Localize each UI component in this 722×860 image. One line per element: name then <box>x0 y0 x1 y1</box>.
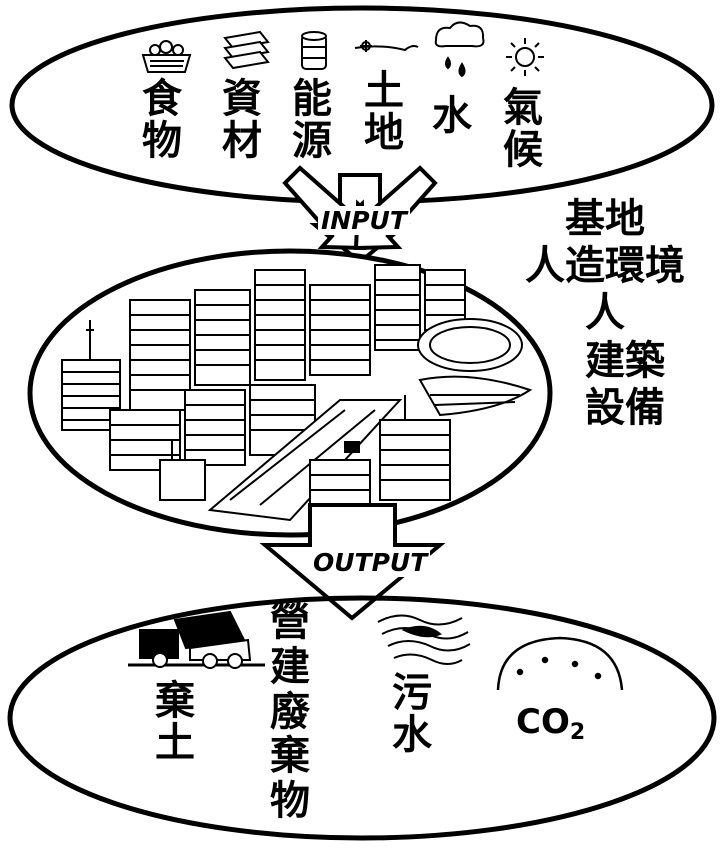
materials-char-2: 材 <box>222 118 262 164</box>
site-label-line-2: 人造環境 <box>525 243 685 290</box>
output-item-co2: CO2 <box>516 702 585 745</box>
construction-waste-char-5: 物 <box>270 778 310 825</box>
sewage-char-2: 水 <box>392 712 432 758</box>
output-item-waste-soil: 棄 土 <box>155 680 195 764</box>
sewage-char-1: 污 <box>392 670 432 716</box>
site-label-line-1: 基地 <box>565 196 645 242</box>
land-plant-icon <box>354 40 419 52</box>
materials-stack-icon <box>223 30 270 70</box>
atmosphere-dome-icon <box>496 636 624 691</box>
water-char-1: 水 <box>432 93 472 139</box>
site-label-line-5: 設備 <box>585 384 665 431</box>
site-label-line-4: 建築 <box>585 337 665 384</box>
energy-char-1: 能 <box>292 76 332 122</box>
food-char-1: 食 <box>142 76 182 122</box>
construction-waste-char-3: 廢 <box>270 688 310 735</box>
city-skyline-illustration <box>61 264 533 522</box>
waste-soil-char-2: 土 <box>155 720 195 766</box>
output-item-construction-waste: 營 建 廢 棄 物 <box>270 600 310 824</box>
food-basket-icon <box>141 40 192 73</box>
dump-truck-icon <box>128 610 265 669</box>
water-cloud-icon <box>434 21 485 78</box>
sun-icon <box>506 38 544 76</box>
land-char-2: 地 <box>364 110 404 156</box>
site-environment-label: 基地 人造環境 人 建築 設備 <box>505 196 705 432</box>
output-item-sewage: 污 水 <box>392 672 432 756</box>
input-ellipse <box>9 5 715 205</box>
construction-waste-char-2: 建 <box>270 643 310 690</box>
site-label-line-3: 人 <box>585 290 625 337</box>
output-label: OUTPUT <box>310 548 431 577</box>
construction-waste-char-1: 營 <box>270 599 310 645</box>
climate-char-1: 氣 <box>503 85 543 131</box>
output-ellipse <box>7 595 717 841</box>
climate-char-2: 候 <box>503 127 543 173</box>
input-item-water: 水 <box>432 95 472 137</box>
input-label: INPUT <box>318 206 410 235</box>
input-item-land: 土 地 <box>364 70 404 154</box>
materials-char-1: 資 <box>222 76 262 122</box>
input-item-energy: 能 源 <box>292 78 332 162</box>
energy-char-2: 源 <box>292 118 332 164</box>
input-item-food: 食 物 <box>142 78 182 162</box>
co2-sub: 2 <box>569 720 586 745</box>
construction-waste-char-4: 棄 <box>270 733 310 780</box>
input-item-materials: 資 材 <box>222 78 262 162</box>
input-item-climate: 氣 候 <box>503 87 543 171</box>
food-char-2: 物 <box>142 118 182 164</box>
sewage-wave-icon <box>377 614 471 665</box>
co2-main: CO <box>516 702 570 742</box>
waste-soil-char-1: 棄 <box>155 678 195 724</box>
land-char-1: 土 <box>364 68 404 114</box>
energy-barrel-icon <box>301 31 327 70</box>
